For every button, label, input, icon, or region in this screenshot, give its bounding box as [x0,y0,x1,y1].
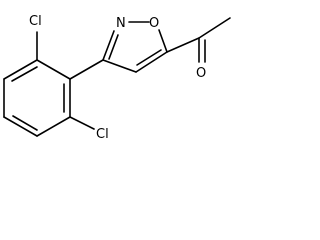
bond [36,116,71,137]
chlorine-top-label: Cl [29,14,42,29]
double-bond-inner [11,66,38,82]
double-bond-inner [12,115,38,131]
bond-cl-bottom [69,116,95,130]
bond [3,116,38,137]
bond [3,59,38,80]
bond-aryl-isoxazole [69,59,104,80]
bond [135,51,168,73]
bond-c5-carbonyl [166,37,200,53]
benzene-ring [3,59,71,137]
bond [158,29,168,53]
isoxazole-ring [102,21,168,73]
structure-diagram: Cl Cl N O O [3,14,231,142]
bond [36,59,71,80]
bond [102,30,115,61]
carbonyl-oxygen-label: O [196,66,206,81]
bond [102,59,137,73]
nitrogen-label: N [116,16,126,31]
bond-methyl [198,17,231,39]
ring-oxygen-label: O [149,16,159,31]
double-bond-inner [136,49,162,66]
chlorine-bottom-label: Cl [96,127,109,142]
double-bond-inner [108,34,119,60]
